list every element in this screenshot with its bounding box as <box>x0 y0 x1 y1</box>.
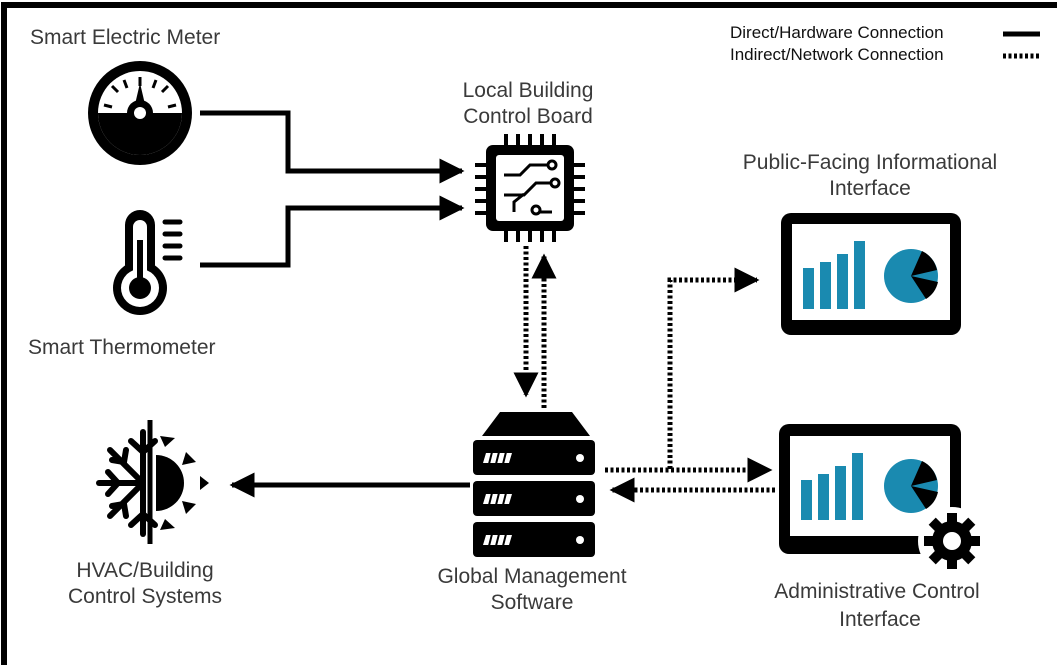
circuit-chip-icon <box>475 134 585 242</box>
snowflake-sun-icon <box>96 420 209 544</box>
admin-interface-label-line2: Interface <box>839 608 921 631</box>
hvac-label-line2: Control Systems <box>68 585 222 608</box>
gauge-icon <box>88 61 192 165</box>
connections <box>200 110 775 503</box>
monitor-chart-icon <box>781 213 961 335</box>
hvac-label-line1: HVAC/Building <box>76 559 213 582</box>
server-label-line2: Software <box>491 591 574 614</box>
legend-indirect-label: Indirect/Network Connection <box>730 45 944 64</box>
monitor-gear-icon <box>779 424 986 575</box>
thermometer-icon <box>113 210 183 315</box>
thermometer-label: Smart Thermometer <box>28 336 216 359</box>
server-to-public-connector <box>605 267 760 473</box>
public-interface-label-line2: Interface <box>829 177 911 200</box>
server-label-line1: Global Management <box>437 565 626 588</box>
server-rack-icon <box>473 412 595 557</box>
control-board-label-line2: Control Board <box>463 105 593 128</box>
meter-label: Smart Electric Meter <box>30 26 220 49</box>
meter-to-board-connector <box>200 110 465 184</box>
admin-interface-label-line1: Administrative Control <box>774 580 979 603</box>
legend-direct-label: Direct/Hardware Connection <box>730 23 944 42</box>
public-interface-label-line1: Public-Facing Informational <box>743 151 997 174</box>
thermometer-to-board-connector <box>200 195 465 268</box>
control-board-label-line1: Local Building <box>463 79 594 102</box>
legend: Direct/Hardware Connection Indirect/Netw… <box>730 23 1040 64</box>
